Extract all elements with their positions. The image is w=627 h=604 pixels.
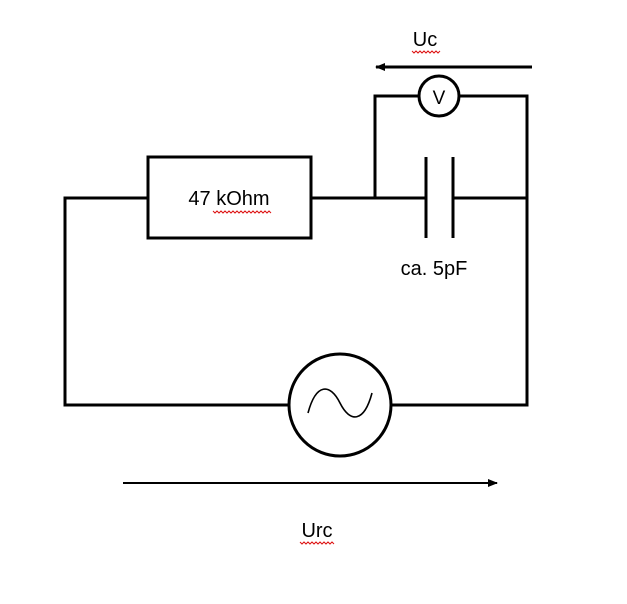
- voltmeter: [417, 74, 461, 118]
- voltmeter-symbol: V: [433, 88, 446, 109]
- ac-sine-icon: [307, 388, 373, 418]
- spellcheck-underline-urc: [299, 541, 335, 545]
- capacitor-voltage-label: Uc: [413, 29, 437, 51]
- total-voltage-label: Urc: [301, 520, 332, 542]
- spellcheck-underline-uc: [411, 50, 441, 54]
- wire-left-vertical: [63, 196, 290, 407]
- wire-voltmeter-branch: [373, 94, 420, 200]
- capacitor-label: ca. 5pF: [401, 258, 468, 280]
- wire-right-vertical: [390, 94, 529, 407]
- resistor: [146, 155, 313, 240]
- ac-source: [287, 352, 393, 458]
- resistor-label: 47 kOhm: [188, 188, 269, 210]
- spellcheck-underline-kohm: [212, 210, 272, 214]
